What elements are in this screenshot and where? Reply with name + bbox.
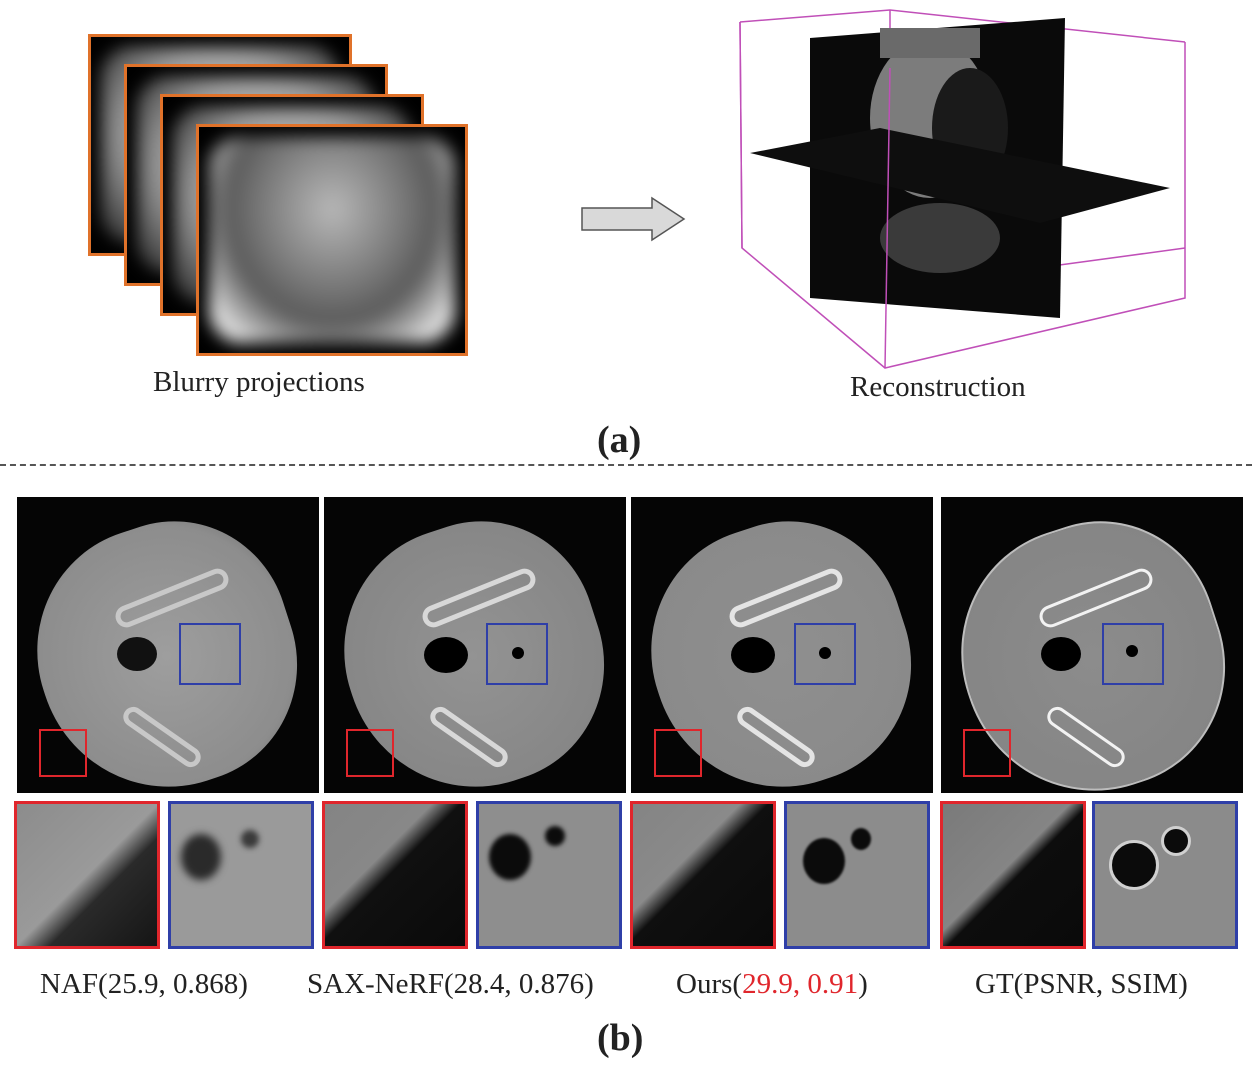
ct-slice-saxnerf <box>324 497 626 793</box>
panel-divider <box>0 464 1252 466</box>
roi-red-saxnerf <box>346 729 394 777</box>
roi-blue-gt <box>1102 623 1164 685</box>
ours-metrics-highlight: 29.9, 0.91 <box>742 968 859 1000</box>
zoom-red-ours <box>630 801 776 949</box>
projection-frame <box>196 124 468 356</box>
roi-red-gt <box>963 729 1011 777</box>
panel-b-label: (b) <box>597 1017 644 1059</box>
ct-slice-gt <box>941 497 1243 793</box>
zoom-blue-saxnerf <box>476 801 622 949</box>
panel-a-label: (a) <box>597 419 642 461</box>
caption-saxnerf: SAX-NeRF(28.4, 0.876) <box>307 968 594 1000</box>
roi-red-naf <box>39 729 87 777</box>
right-arrow-icon <box>581 196 686 242</box>
reconstruction-volume <box>739 9 1186 369</box>
roi-blue-saxnerf <box>486 623 548 685</box>
caption-naf: NAF(25.9, 0.868) <box>40 968 248 1000</box>
ct-slice-ours <box>631 497 933 793</box>
roi-blue-naf <box>179 623 241 685</box>
roi-red-ours <box>654 729 702 777</box>
zoom-red-gt <box>940 801 1086 949</box>
zoom-blue-naf <box>168 801 314 949</box>
zoom-red-naf <box>14 801 160 949</box>
zoom-blue-gt <box>1092 801 1238 949</box>
caption-ours: Ours(29.9, 0.91) <box>676 968 868 1000</box>
zoom-red-saxnerf <box>322 801 468 949</box>
zoom-blue-ours <box>784 801 930 949</box>
roi-blue-ours <box>794 623 856 685</box>
caption-gt: GT(PSNR, SSIM) <box>975 968 1188 1000</box>
projections-caption: Blurry projections <box>153 366 365 398</box>
ct-slice-naf <box>17 497 319 793</box>
reconstruction-caption: Reconstruction <box>850 371 1026 403</box>
